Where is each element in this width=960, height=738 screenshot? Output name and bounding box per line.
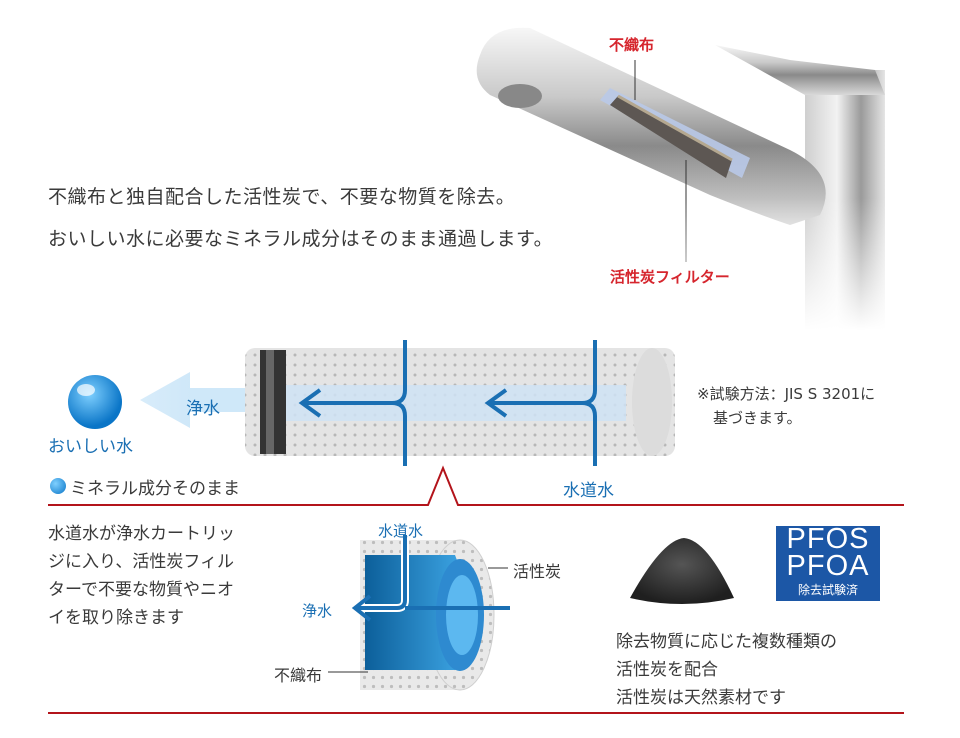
nonwoven-label: 不織布 [609,36,655,54]
cartridge-diagram [68,340,675,466]
tap-water-label: 水道水 [563,481,614,501]
mineral-label: ミネラル成分そのまま [70,479,240,499]
process-line-3: ターで不要な物質やニオ [48,580,234,600]
cross-carbon-label: 活性炭 [513,562,562,581]
cross-tap-label: 水道水 [378,522,424,540]
process-description: 水道水が浄水カートリッ ジに入り、活性炭フィル ターで不要な物質やニオ イを取り… [48,520,235,632]
pfos-pfoa-badge: PFOS PFOA 除去試験済 [776,523,880,601]
carbon-line-1: 除去物質に応じた複数種類の [616,632,837,652]
carbon-description: 除去物質に応じた複数種類の 活性炭を配合 活性炭は天然素材です [616,628,837,712]
faucet-illustration [460,0,960,330]
tasty-water-label: おいしい水 [48,437,133,457]
badge-line-3: 除去試験済 [797,583,858,597]
intro-line-2: おいしい水に必要なミネラル成分はそのまま通過します。 [48,228,554,250]
test-method-note: ※試験方法：JIS S 3201に 基づきます。 [697,382,875,430]
carbon-powder-image [630,538,734,604]
purified-water-label: 浄水 [186,399,220,419]
cross-nonwoven-label: 不織布 [274,666,323,685]
mineral-dot-icon [50,478,66,494]
test-method-line-1: ※試験方法：JIS S 3201に [697,385,876,403]
badge-line-1: PFOS [786,523,870,555]
intro-line-1: 不織布と独自配合した活性炭で、不要な物質を除去。 [48,186,516,208]
carbon-line-3: 活性炭は天然素材です [616,688,786,708]
cross-purified-label: 浄水 [302,602,333,620]
badge-line-2: PFOA [786,550,870,582]
carbon-line-2: 活性炭を配合 [616,660,718,680]
process-line-2: ジに入り、活性炭フィル [48,552,234,572]
test-method-line-2: 基づきます。 [713,409,802,427]
cross-section-diagram [328,535,510,691]
carbon-filter-label: 活性炭フィルター [610,268,730,286]
section-divider-bottom [48,712,904,714]
process-line-1: 水道水が浄水カートリッ [48,524,235,544]
process-line-4: イを取り除きます [48,608,184,628]
section-divider-top [48,465,904,506]
